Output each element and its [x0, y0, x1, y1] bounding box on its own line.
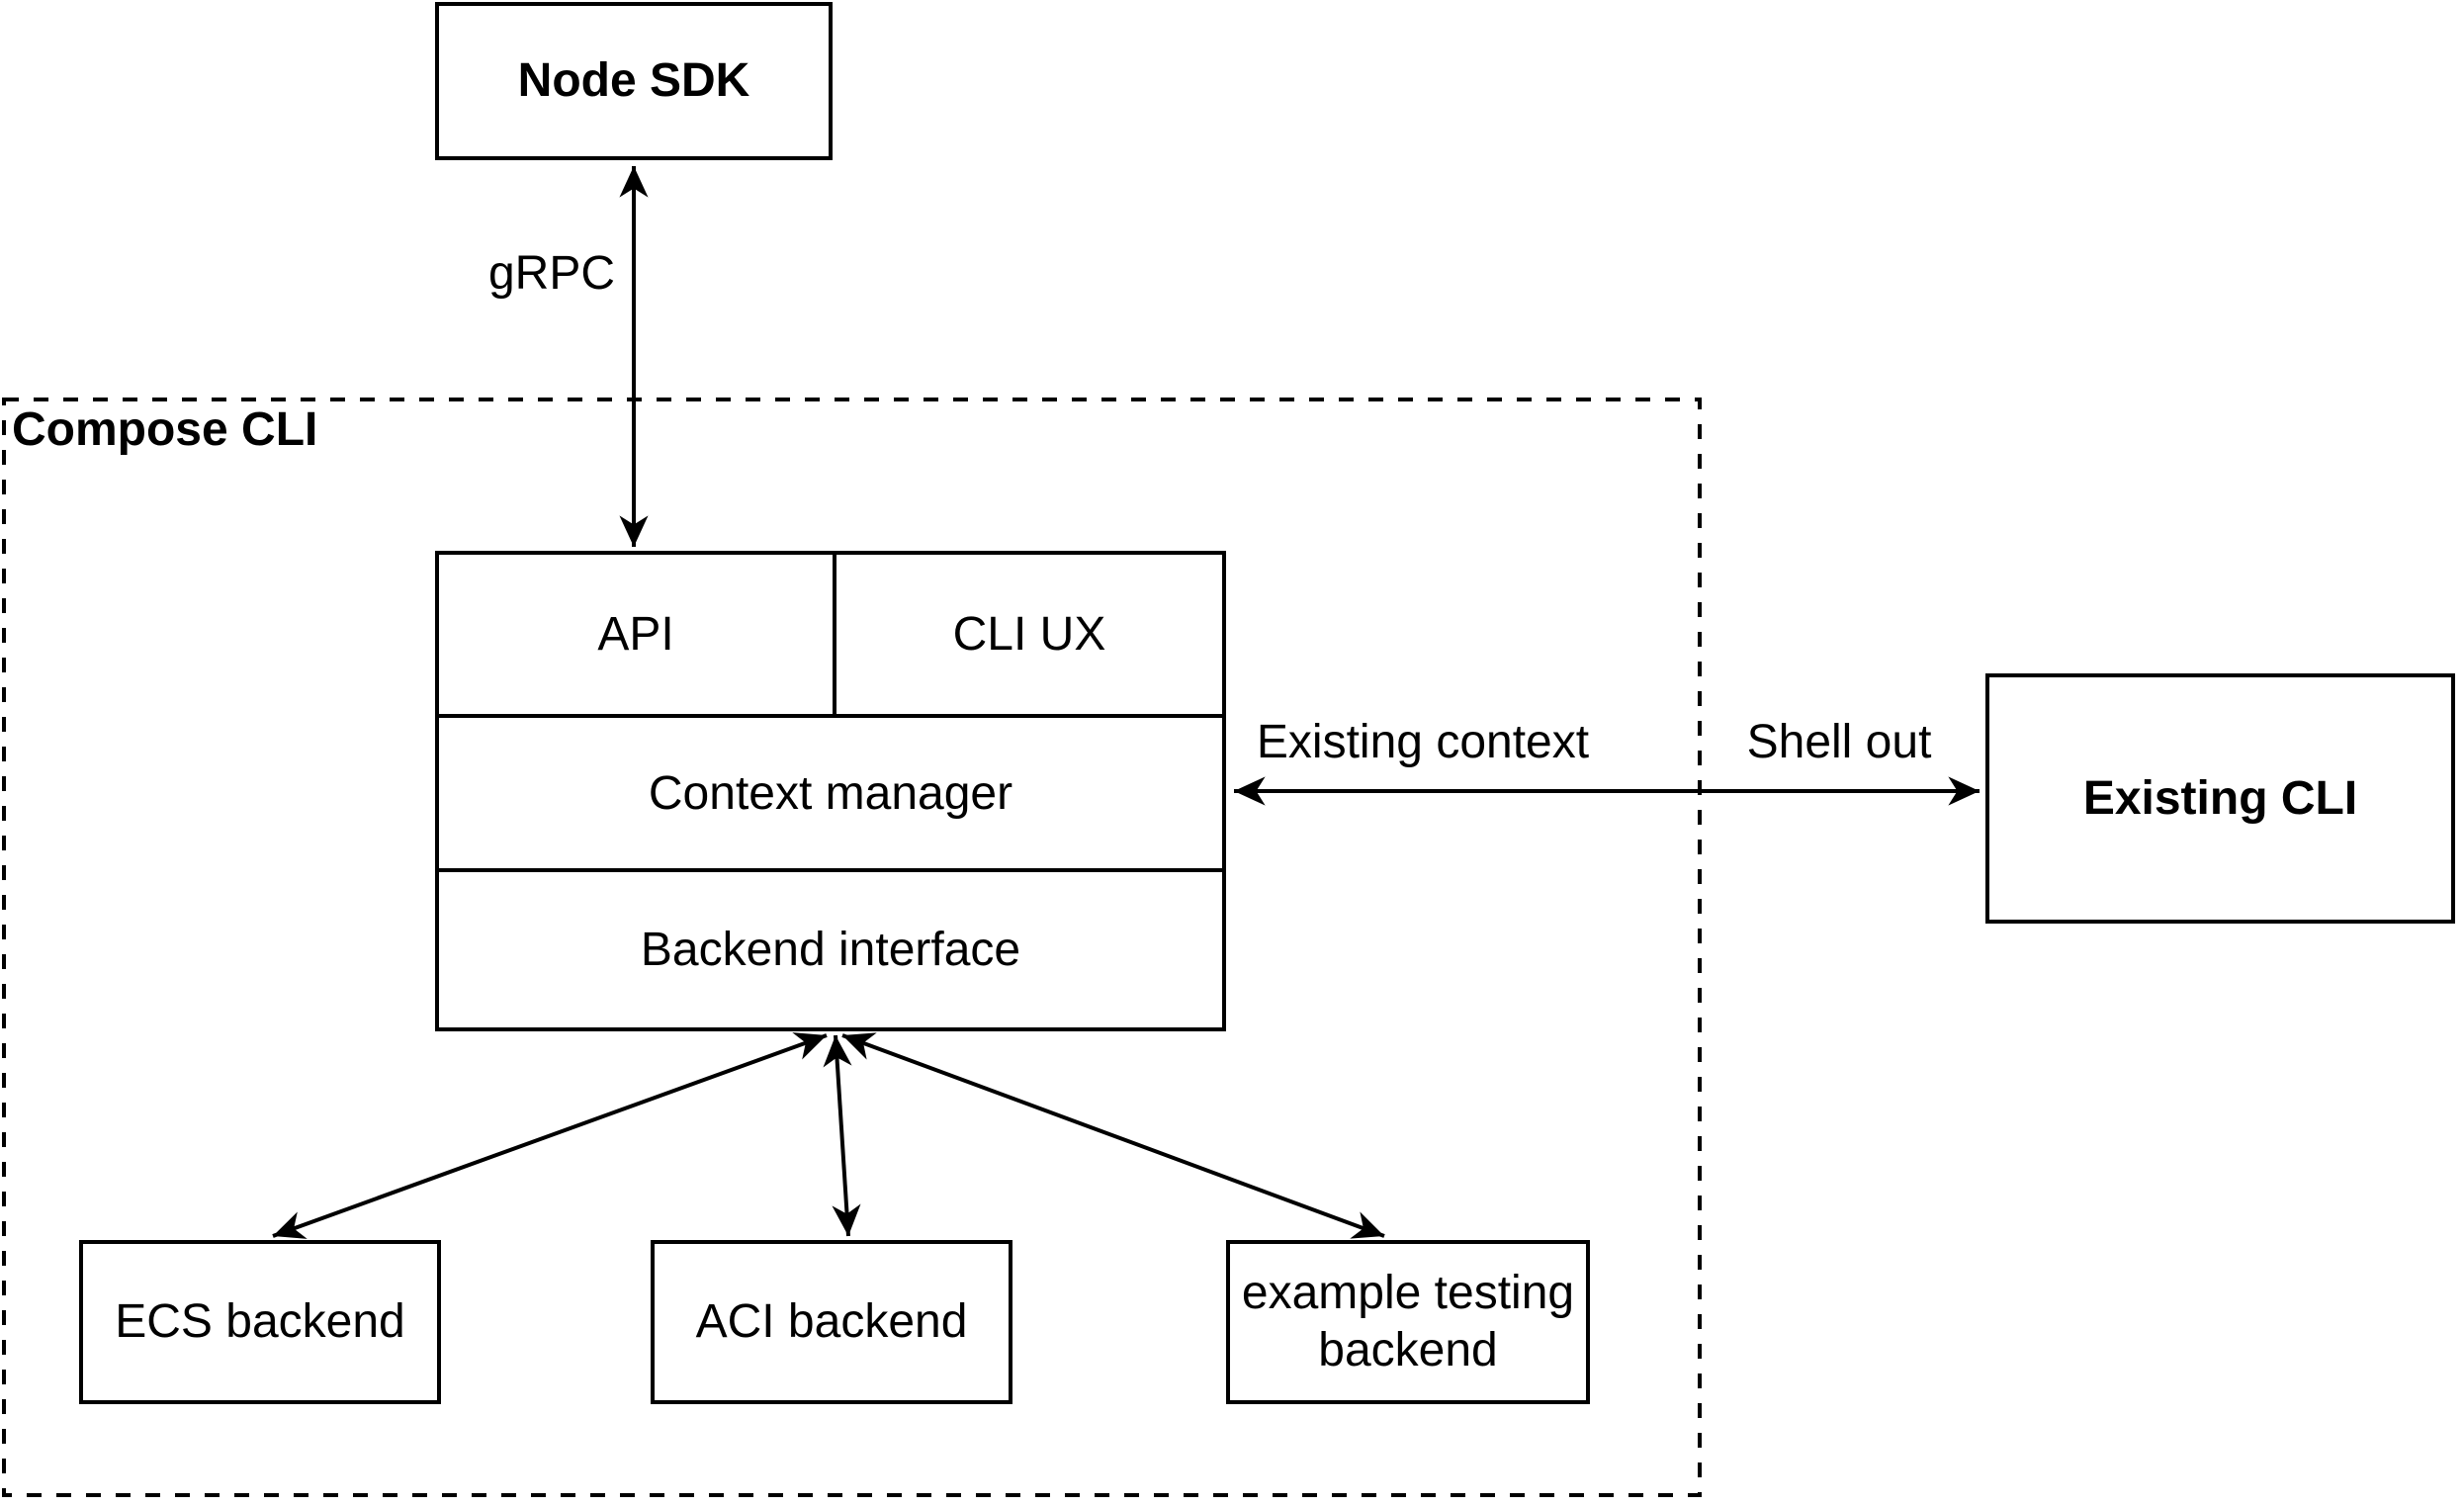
aci-backend-box: ACI backend: [651, 1240, 1012, 1404]
api-box: API: [439, 555, 836, 714]
cli-ux-label: CLI UX: [952, 608, 1106, 661]
existing-cli-label: Existing CLI: [2082, 771, 2358, 825]
aci-backend-arrow: [823, 1034, 861, 1237]
compose-cli-core-box: API CLI UX Context manager Backend inter…: [435, 551, 1226, 1031]
ecs-backend-label: ECS backend: [115, 1295, 405, 1348]
api-label: API: [597, 608, 674, 661]
ecs-backend-box: ECS backend: [79, 1240, 441, 1404]
example-testing-backend-box: example testing backend: [1226, 1240, 1590, 1404]
cli-ux-box: CLI UX: [836, 555, 1222, 714]
context-manager-box: Context manager: [439, 714, 1222, 868]
aci-backend-label: ACI backend: [695, 1295, 968, 1348]
compose-cli-group-label: Compose CLI: [12, 403, 318, 456]
existing-context-edge-label: Existing context: [1256, 716, 1590, 768]
node-sdk-label: Node SDK: [517, 54, 750, 107]
backend-interface-label: Backend interface: [640, 924, 1021, 976]
grpc-edge-label: gRPC: [487, 247, 616, 300]
ecs-backend-arrow: [272, 1032, 828, 1239]
example-backend-arrow: [841, 1032, 1385, 1239]
shell-out-edge-label: Shell out: [1746, 716, 1932, 768]
backend-interface-box: Backend interface: [439, 868, 1222, 1027]
existing-cli-box: Existing CLI: [1985, 673, 2455, 924]
context-manager-label: Context manager: [648, 766, 1013, 820]
node-sdk-box: Node SDK: [435, 2, 833, 160]
example-testing-backend-label: example testing backend: [1241, 1267, 1575, 1376]
api-cliux-row: API CLI UX: [439, 555, 1222, 714]
